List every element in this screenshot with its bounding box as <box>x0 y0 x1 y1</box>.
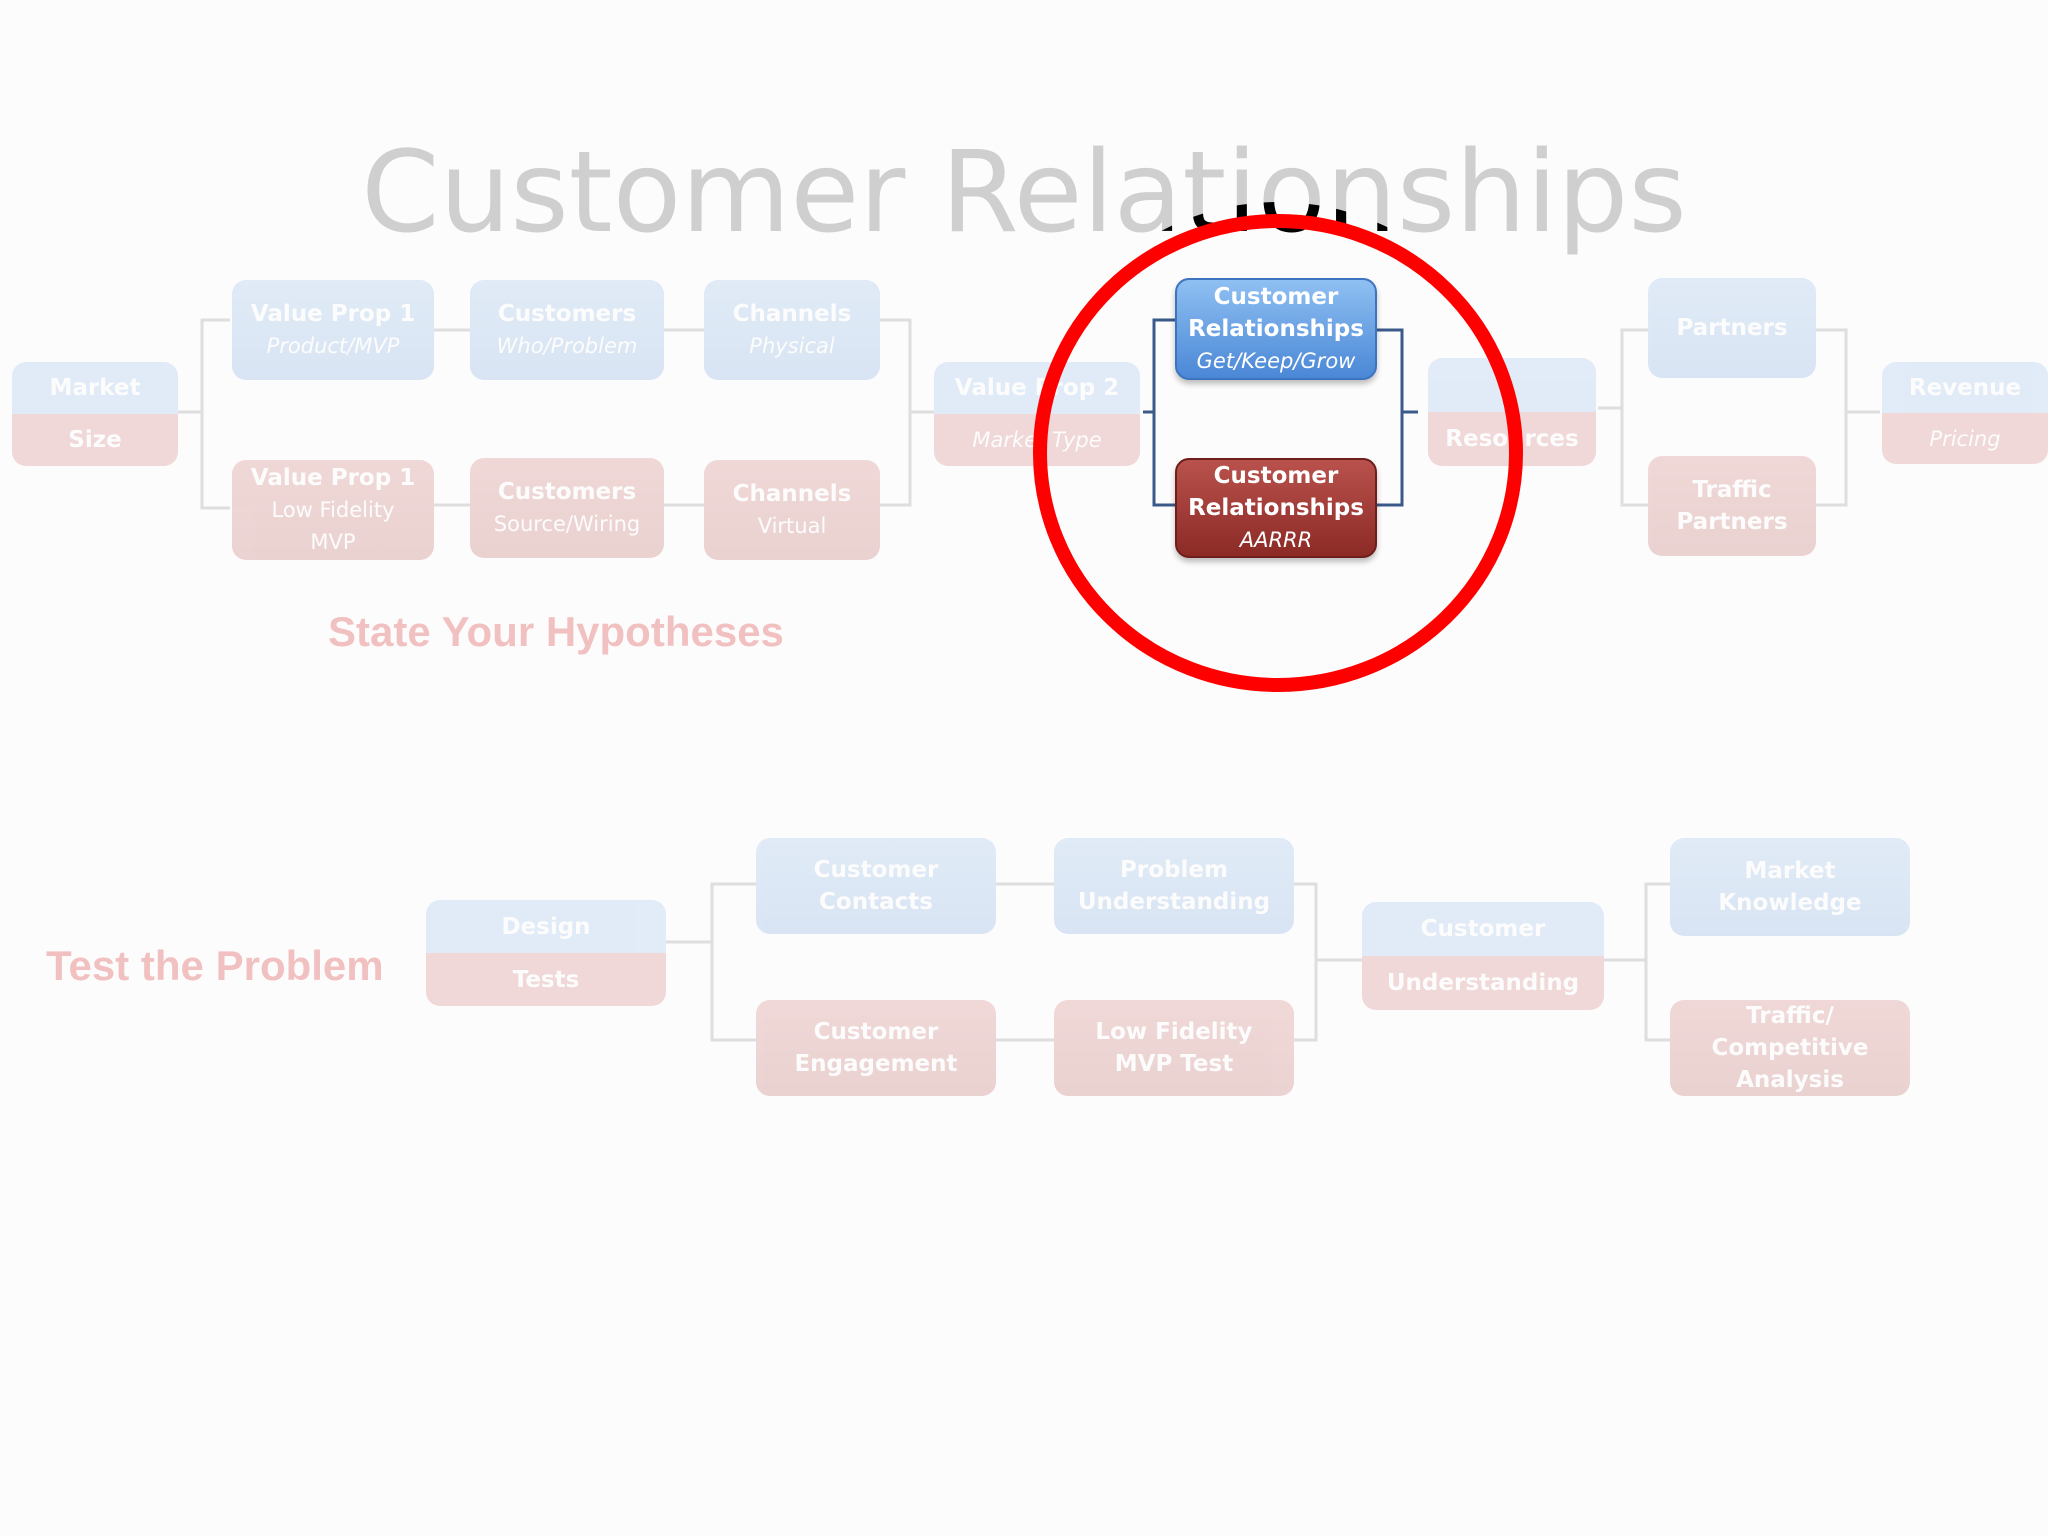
revenue-label: Revenue <box>1908 374 2022 401</box>
size-label: Size <box>68 427 122 453</box>
customer-relationships-get-keep-grow-box: Customer Relationships Get/Keep/Grow <box>1175 278 1377 380</box>
highlight-connectors <box>1143 318 1418 507</box>
traffic-competitive-analysis-box: Traffic/ Competitive Analysis <box>1670 1000 1910 1096</box>
box-title: Relationships <box>1188 316 1364 342</box>
customer-relationships-aarrr-box: Customer Relationships AARRR <box>1175 458 1377 558</box>
box-title: Traffic/ <box>1746 1003 1834 1029</box>
test-problem-heading: Test the Problem <box>46 942 384 989</box>
channels-virtual-box: Channels Virtual <box>704 460 880 560</box>
box-title: Value Prop 1 <box>250 301 416 327</box>
box-subtitle: Get/Keep/Grow <box>1196 349 1356 373</box>
box-title: Traffic <box>1692 477 1772 503</box>
customers-source-box: Customers Source/Wiring <box>470 458 664 558</box>
box-subtitle: Physical <box>749 334 835 358</box>
box-title: Relationships <box>1188 495 1364 521</box>
slide-title: Customer Relationships <box>361 128 1687 258</box>
state-hypotheses-heading: State Your Hypotheses <box>328 608 784 655</box>
traffic-partners-box: Traffic Partners <box>1648 456 1816 556</box>
box-title: Engagement <box>794 1051 958 1077</box>
box-title: Customers <box>497 479 637 505</box>
design-tests-box: Design Tests <box>426 900 666 1006</box>
design-label: Design <box>501 913 591 940</box>
customers-who-box: Customers Who/Problem <box>470 280 664 380</box>
customer-understanding-box: Customer Understanding <box>1362 902 1604 1010</box>
box-subtitle: MVP <box>310 530 356 554</box>
partners-box: Partners <box>1648 278 1816 378</box>
box-title: Customer <box>813 1019 939 1045</box>
box-title: Customer <box>1213 284 1339 310</box>
market-knowledge-box: Market Knowledge <box>1670 838 1910 936</box>
pricing-label: Pricing <box>1929 426 2001 451</box>
value-prop-lowfi-box: Value Prop 1 Low Fidelity MVP <box>232 460 434 560</box>
box-title: Partners <box>1676 509 1788 535</box>
box-title: Low Fidelity <box>1095 1019 1253 1045</box>
box-title: Channels <box>732 481 852 507</box>
customer-engagement-box: Customer Engagement <box>756 1000 996 1096</box>
box-title: Customer <box>813 857 939 883</box>
low-fidelity-mvp-test-box: Low Fidelity MVP Test <box>1054 1000 1294 1096</box>
revenue-pricing-box: Revenue Pricing <box>1882 362 2048 464</box>
box-title: MVP Test <box>1114 1051 1234 1077</box>
box-subtitle: Who/Problem <box>496 334 638 358</box>
channels-physical-box: Channels Physical <box>704 280 880 380</box>
box-title: Channels <box>732 301 852 327</box>
box-title: Contacts <box>819 889 933 915</box>
customer-contacts-box: Customer Contacts <box>756 838 996 934</box>
box-title: Problem <box>1120 857 1228 883</box>
tests-label: Tests <box>512 966 580 993</box>
box-title: Analysis <box>1736 1067 1844 1093</box>
highlight-circle <box>1033 214 1523 692</box>
understanding-label: Understanding <box>1386 970 1580 996</box>
box-title: Value Prop 1 <box>250 465 416 491</box>
value-prop-product-box: Value Prop 1 Product/MVP <box>232 280 434 380</box>
box-subtitle: Source/Wiring <box>493 512 641 536</box>
box-subtitle: Virtual <box>757 514 827 538</box>
market-label: Market <box>49 375 141 401</box>
value-prop-2-label: Value Prop 2 <box>954 375 1120 401</box>
box-subtitle: AARRR <box>1239 528 1313 552</box>
box-title: Customer <box>1213 463 1339 489</box>
faded-connectors <box>178 318 1880 1042</box>
problem-understanding-box: Problem Understanding <box>1054 838 1294 934</box>
box-title: Competitive <box>1711 1035 1869 1061</box>
box-title: Knowledge <box>1718 890 1862 916</box>
box-title: Market <box>1744 858 1836 884</box>
box-title: Customers <box>497 301 637 327</box>
box-title: Partners <box>1676 315 1788 341</box>
customer-label: Customer <box>1420 916 1546 942</box>
box-subtitle: Low Fidelity <box>271 498 395 522</box>
box-title: Understanding <box>1077 889 1271 915</box>
market-size-box: Market Size <box>12 362 178 466</box>
box-subtitle: Product/MVP <box>266 334 400 358</box>
